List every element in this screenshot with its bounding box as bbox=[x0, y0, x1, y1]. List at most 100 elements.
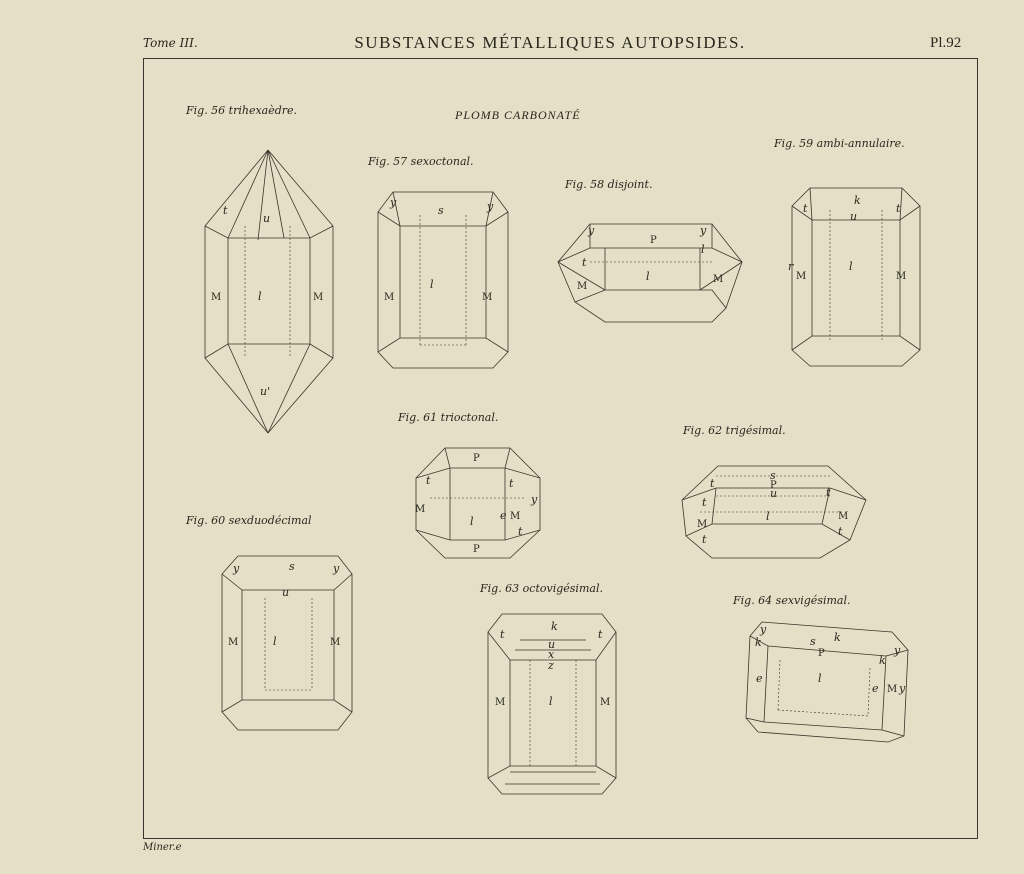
label-k: k bbox=[879, 654, 886, 667]
label-M: M bbox=[697, 519, 707, 530]
label-M: M bbox=[887, 684, 897, 695]
crystal-fig-62: s P u t t t M l M t t bbox=[681, 465, 867, 559]
label-t: t bbox=[702, 496, 707, 509]
label-l: l bbox=[646, 270, 650, 283]
label-t: t bbox=[509, 477, 514, 490]
label-y: y bbox=[898, 682, 906, 695]
label-s: s bbox=[770, 469, 776, 482]
label-y: y bbox=[587, 224, 595, 237]
tome-label: Tome III. bbox=[143, 36, 198, 50]
label-z: z bbox=[547, 659, 554, 672]
label-t: t bbox=[803, 202, 808, 215]
label-M: M bbox=[713, 274, 723, 285]
label-k: k bbox=[834, 631, 841, 644]
label-M: M bbox=[330, 637, 340, 648]
caption-fig-61: Fig. 61 trioctonal. bbox=[398, 411, 499, 424]
label-l: l bbox=[766, 510, 770, 523]
plate-title: SUBSTANCES MÉTALLIQUES AUTOPSIDES. bbox=[354, 33, 746, 52]
label-P: P bbox=[650, 235, 657, 246]
label-M: M bbox=[510, 511, 520, 522]
label-l: l bbox=[818, 672, 822, 685]
label-l: l bbox=[701, 243, 705, 256]
label-e: e bbox=[756, 672, 763, 685]
plate-number: Pl.92 bbox=[930, 35, 962, 51]
label-M: M bbox=[415, 504, 425, 515]
label-y: y bbox=[759, 623, 767, 636]
label-M: M bbox=[211, 292, 221, 303]
label-s: s bbox=[289, 560, 295, 573]
label-x: x bbox=[548, 648, 555, 661]
label-M: M bbox=[577, 281, 587, 292]
crystal-fig-59: t k t u r M l M bbox=[788, 187, 921, 367]
label-M: M bbox=[600, 697, 610, 708]
mineral-subtitle: PLOMB CARBONATÉ bbox=[455, 108, 581, 122]
label-M: M bbox=[838, 511, 848, 522]
label-t: t bbox=[582, 256, 587, 269]
caption-fig-59: Fig. 59 ambi-annulaire. bbox=[774, 137, 905, 150]
label-y: y bbox=[232, 562, 240, 575]
label-t: t bbox=[426, 474, 431, 487]
label-M: M bbox=[228, 637, 238, 648]
label-u-prime: u' bbox=[260, 385, 270, 398]
label-t: t bbox=[826, 486, 831, 499]
caption-fig-58: Fig. 58 disjoint. bbox=[565, 178, 653, 191]
label-M: M bbox=[384, 292, 394, 303]
crystal-fig-61: P t t y M l e M t P bbox=[415, 447, 541, 559]
label-k: k bbox=[551, 620, 558, 633]
label-y: y bbox=[893, 644, 901, 657]
label-P: P bbox=[473, 544, 480, 555]
label-t: t bbox=[500, 628, 505, 641]
label-k: k bbox=[854, 194, 861, 207]
label-y: y bbox=[332, 562, 340, 575]
label-P: P bbox=[473, 453, 480, 464]
label-t: t bbox=[223, 204, 228, 217]
label-t: t bbox=[896, 202, 901, 215]
label-M: M bbox=[495, 697, 505, 708]
label-u: u bbox=[263, 212, 270, 225]
label-l: l bbox=[430, 278, 434, 291]
caption-fig-57: Fig. 57 sexoctonal. bbox=[368, 155, 474, 168]
label-M: M bbox=[482, 292, 492, 303]
caption-fig-56: Fig. 56 trihexaèdre. bbox=[186, 104, 298, 117]
crystal-fig-56: t u M l M u' bbox=[204, 149, 334, 434]
caption-fig-64: Fig. 64 sexvigésimal. bbox=[733, 594, 851, 607]
crystal-fig-64: y k s k P k y e l e M y bbox=[745, 621, 909, 743]
label-l: l bbox=[549, 695, 553, 708]
crystal-fig-58: y P y t l M l M bbox=[557, 223, 743, 323]
label-e: e bbox=[500, 509, 507, 522]
label-l: l bbox=[273, 635, 277, 648]
label-u: u bbox=[282, 586, 289, 599]
label-y: y bbox=[389, 196, 397, 209]
label-y: y bbox=[699, 224, 707, 237]
label-P: P bbox=[818, 648, 825, 659]
caption-fig-62: Fig. 62 trigésimal. bbox=[683, 424, 786, 437]
label-t: t bbox=[710, 477, 715, 490]
engraver-signature: Miner.e bbox=[143, 842, 182, 853]
crystal-fig-57: y s y M l M bbox=[377, 191, 509, 369]
label-e: e bbox=[872, 682, 879, 695]
label-l: l bbox=[470, 515, 474, 528]
label-s: s bbox=[810, 635, 816, 648]
label-M: M bbox=[796, 271, 806, 282]
label-y: y bbox=[530, 493, 538, 506]
label-t: t bbox=[518, 525, 523, 538]
crystal-fig-63: t k t u x z M l M bbox=[487, 613, 617, 795]
label-t: t bbox=[598, 628, 603, 641]
crystal-fig-60: y s y u M l M bbox=[221, 555, 353, 731]
label-u: u bbox=[850, 210, 857, 223]
label-y: y bbox=[486, 200, 494, 213]
label-l: l bbox=[849, 260, 853, 273]
label-M: M bbox=[313, 292, 323, 303]
caption-fig-63: Fig. 63 octovigésimal. bbox=[480, 582, 603, 595]
label-r: r bbox=[788, 260, 794, 273]
label-u: u bbox=[548, 638, 555, 651]
label-l: l bbox=[258, 290, 262, 303]
label-P: P bbox=[770, 480, 777, 491]
caption-fig-60: Fig. 60 sexduodécimal bbox=[186, 514, 312, 527]
label-u: u bbox=[770, 487, 777, 500]
plate-frame bbox=[143, 58, 978, 839]
label-s: s bbox=[438, 204, 444, 217]
label-t: t bbox=[838, 525, 843, 538]
